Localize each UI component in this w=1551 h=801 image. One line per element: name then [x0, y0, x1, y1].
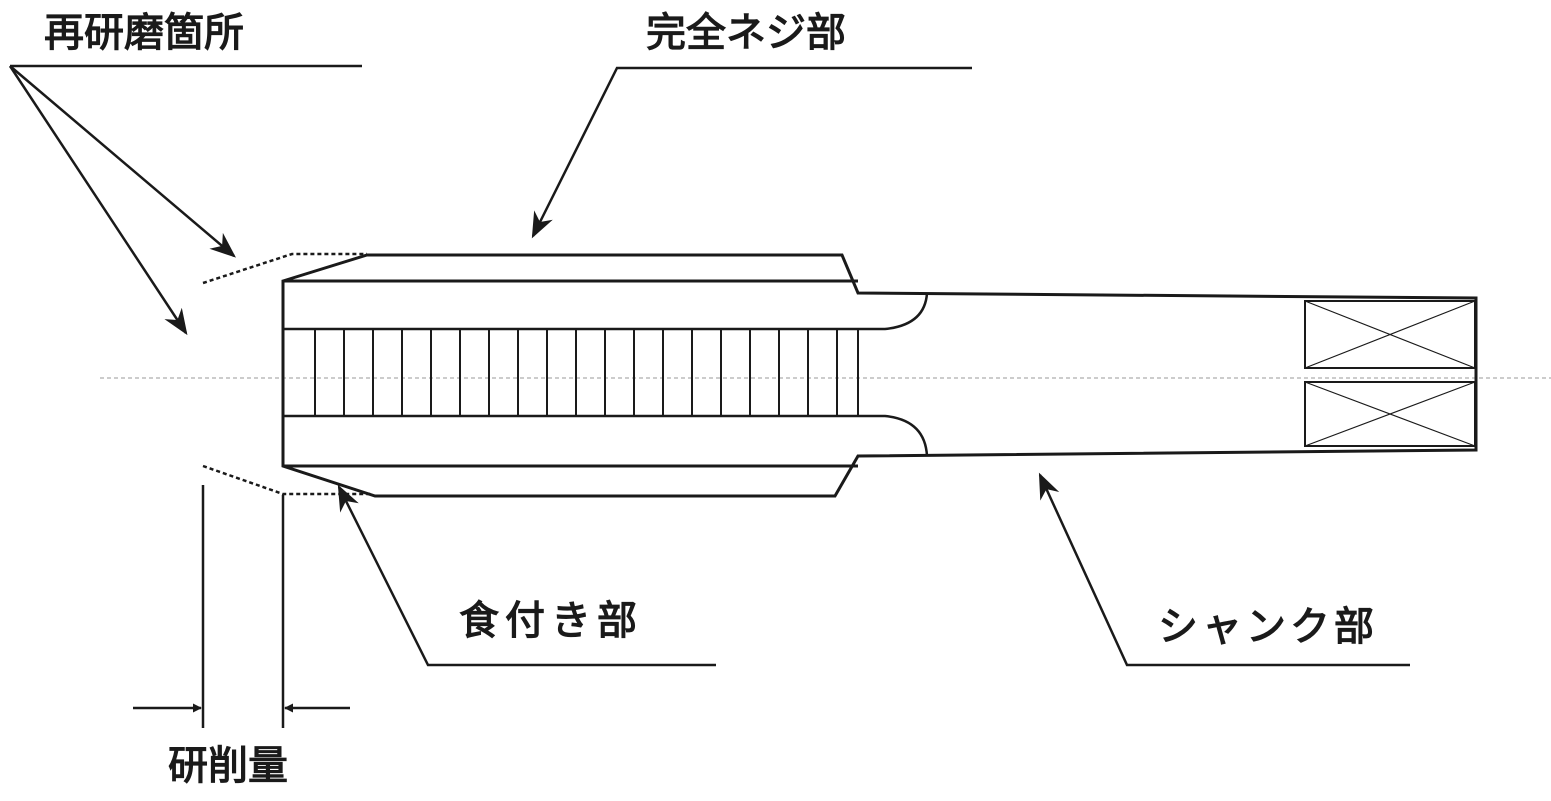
flute-grooves	[314, 329, 859, 416]
tap-body	[281, 253, 1478, 498]
thread-outline	[281, 253, 1478, 498]
flute-top	[283, 292, 929, 331]
full-thread-label: 完全ネジ部	[646, 10, 846, 56]
flute-bottom	[283, 414, 929, 457]
leader-lines	[8, 64, 1410, 667]
regrind-area-label: 再研磨箇所	[44, 10, 244, 56]
grinding-amount-label: 研削量	[168, 743, 288, 789]
shank-label: シャンク部	[1158, 604, 1378, 650]
grinding-amount-dimension	[133, 485, 350, 728]
original-chamfer-dotted	[202, 252, 372, 496]
chamfer-label: 食付き部	[459, 598, 643, 644]
square-drive	[1304, 300, 1476, 447]
